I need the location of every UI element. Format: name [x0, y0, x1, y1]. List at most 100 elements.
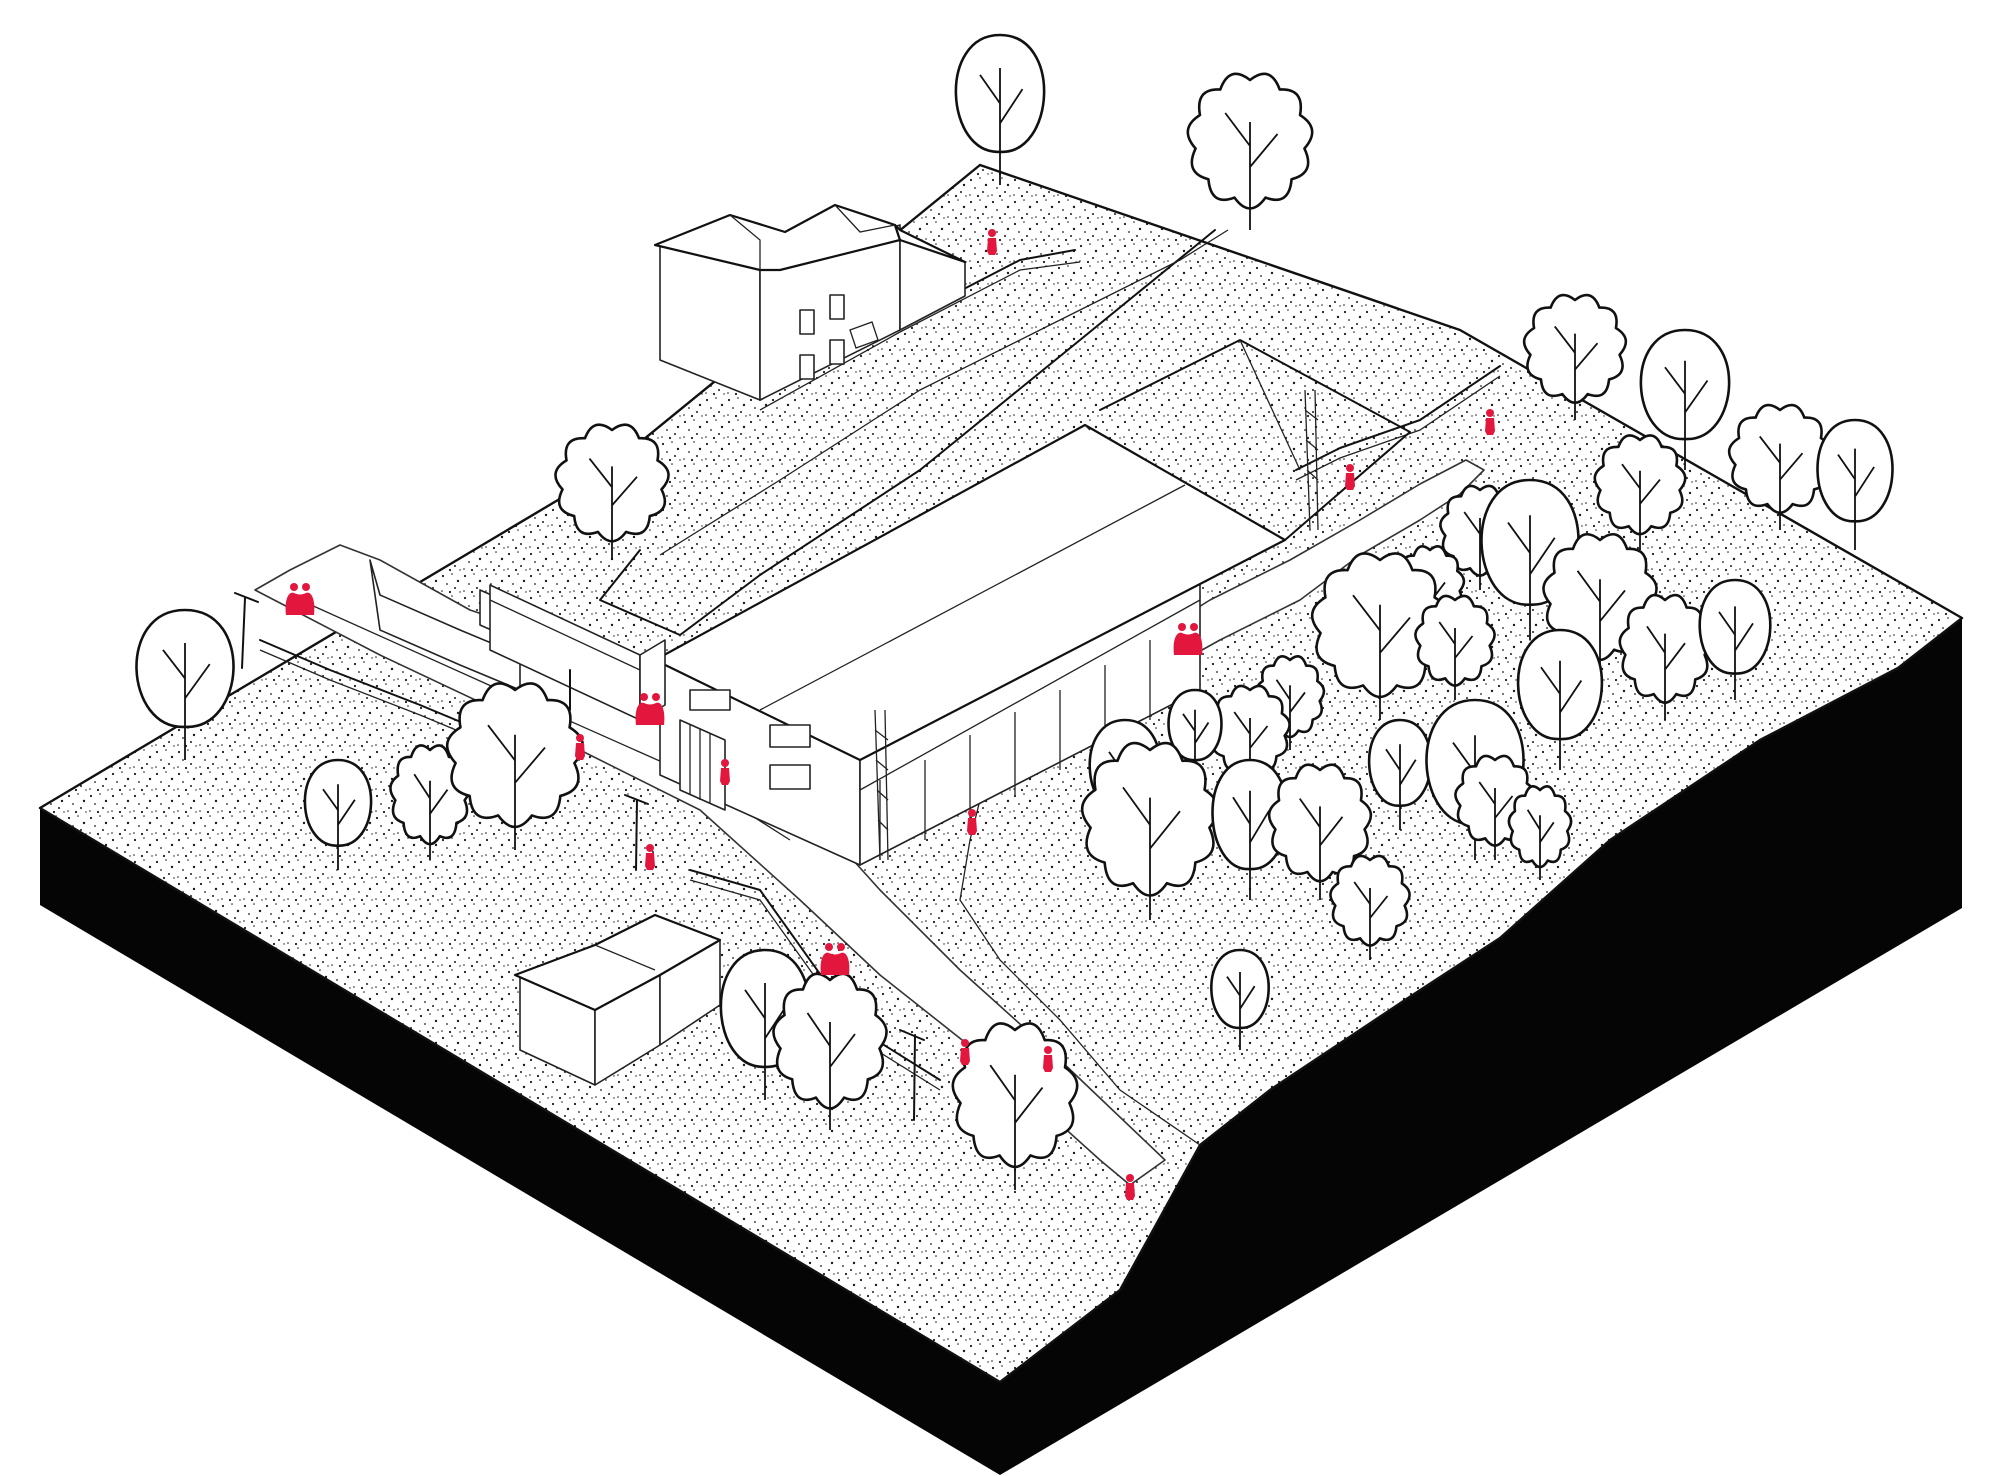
tree-trunk: [1299, 798, 1344, 900]
tree-trunk: [1385, 744, 1417, 830]
tree-trunk: [1224, 112, 1279, 230]
cloud-tree: [1186, 72, 1314, 230]
tree-trunk: [487, 724, 546, 850]
person-body: [720, 768, 730, 785]
tree-trunk: [1275, 679, 1306, 750]
person-body: [967, 818, 977, 835]
couple-icon: [635, 693, 665, 725]
tree-trunk: [1478, 781, 1514, 860]
cloud-tree: [1507, 785, 1573, 880]
tree-trunk: [1232, 790, 1270, 900]
oval-tree: [135, 608, 235, 760]
cloud-tree: [1618, 593, 1712, 720]
person-head: [302, 583, 310, 591]
cloud-tree: [389, 744, 471, 860]
trees-layer: [135, 33, 1894, 1190]
person-icon: [1345, 464, 1355, 490]
tree-trunk: [1718, 606, 1754, 700]
slab-left-side: [40, 808, 1000, 1475]
tree-trunk: [1353, 881, 1389, 960]
power-pylons: [874, 389, 1319, 861]
person-icon: [987, 229, 997, 255]
person-icon: [960, 1039, 970, 1065]
street-lights: [234, 592, 925, 1121]
cloud-tree: [1593, 434, 1687, 550]
tree-trunk: [1122, 786, 1181, 920]
person-head: [1044, 1046, 1052, 1054]
tree-trunk: [1507, 515, 1556, 640]
oval-tree: [1816, 418, 1894, 550]
oval-tree: [1516, 628, 1604, 770]
tree-trunk: [1664, 360, 1709, 470]
cloud-tree: [1727, 403, 1833, 530]
person-icon: [1043, 1046, 1053, 1072]
couple-icon: [820, 943, 850, 975]
person-icon: [720, 759, 730, 785]
person-body: [575, 743, 585, 760]
person-head: [825, 943, 833, 951]
person-head: [1486, 409, 1494, 417]
tree-trunk: [322, 784, 356, 870]
tree-trunk: [162, 643, 211, 760]
person-icon: [575, 734, 585, 760]
cloud-tree: [554, 423, 670, 560]
person-head: [652, 693, 660, 701]
person-icon: [1125, 1174, 1135, 1200]
oval-tree: [1367, 718, 1433, 830]
person-head: [1346, 464, 1354, 472]
person-body: [1345, 473, 1355, 490]
person-body: [645, 853, 655, 870]
slab-right-side: [1000, 618, 1962, 1475]
tree-trunk: [1226, 972, 1256, 1050]
cloud-tree: [772, 972, 888, 1130]
person-head: [640, 693, 648, 701]
couple-body: [285, 592, 315, 615]
cloud-tree: [1311, 552, 1449, 720]
people-layer: [285, 229, 1495, 1200]
tree-trunk: [806, 1012, 856, 1130]
person-head: [988, 229, 996, 237]
person-body: [1485, 418, 1495, 435]
person-icon: [1485, 409, 1495, 435]
oval-tree: [954, 33, 1046, 185]
person-head: [968, 809, 976, 817]
oval-tree: [1210, 948, 1270, 1050]
person-head: [576, 734, 584, 742]
tree-trunk: [1621, 463, 1661, 550]
person-body: [1125, 1183, 1135, 1200]
tree-trunk: [989, 1064, 1044, 1190]
tree-trunk: [1646, 625, 1686, 720]
person-head: [721, 759, 729, 767]
branch-road: [959, 759, 1201, 1146]
cloud-tree: [1522, 293, 1628, 420]
cloud-tree: [1329, 854, 1411, 960]
person-icon: [967, 809, 977, 835]
person-icon: [645, 844, 655, 870]
tree-trunk: [1526, 809, 1555, 880]
tree-trunk: [413, 773, 449, 860]
couple-body: [1173, 632, 1203, 655]
cloud-tree: [1081, 741, 1219, 920]
cloud-tree: [446, 682, 584, 850]
person-body: [960, 1048, 970, 1065]
oval-tree: [1698, 578, 1772, 700]
oval-tree: [1639, 328, 1731, 470]
tree-trunk: [1759, 435, 1804, 530]
person-body: [1043, 1055, 1053, 1072]
oval-tree: [303, 758, 373, 870]
tree-trunk: [1438, 621, 1474, 700]
couple-body: [635, 702, 665, 725]
two-storey-house: [653, 203, 967, 401]
person-head: [646, 844, 654, 852]
couple-icon: [285, 583, 315, 615]
cloud-tree: [1267, 763, 1373, 900]
person-head: [1126, 1174, 1134, 1182]
person-head: [837, 943, 845, 951]
tree-trunk: [979, 68, 1024, 185]
tree-trunk: [1352, 594, 1411, 720]
tree-trunk: [1554, 325, 1599, 420]
tree-trunk: [588, 458, 638, 560]
cloud-tree: [1414, 594, 1496, 700]
